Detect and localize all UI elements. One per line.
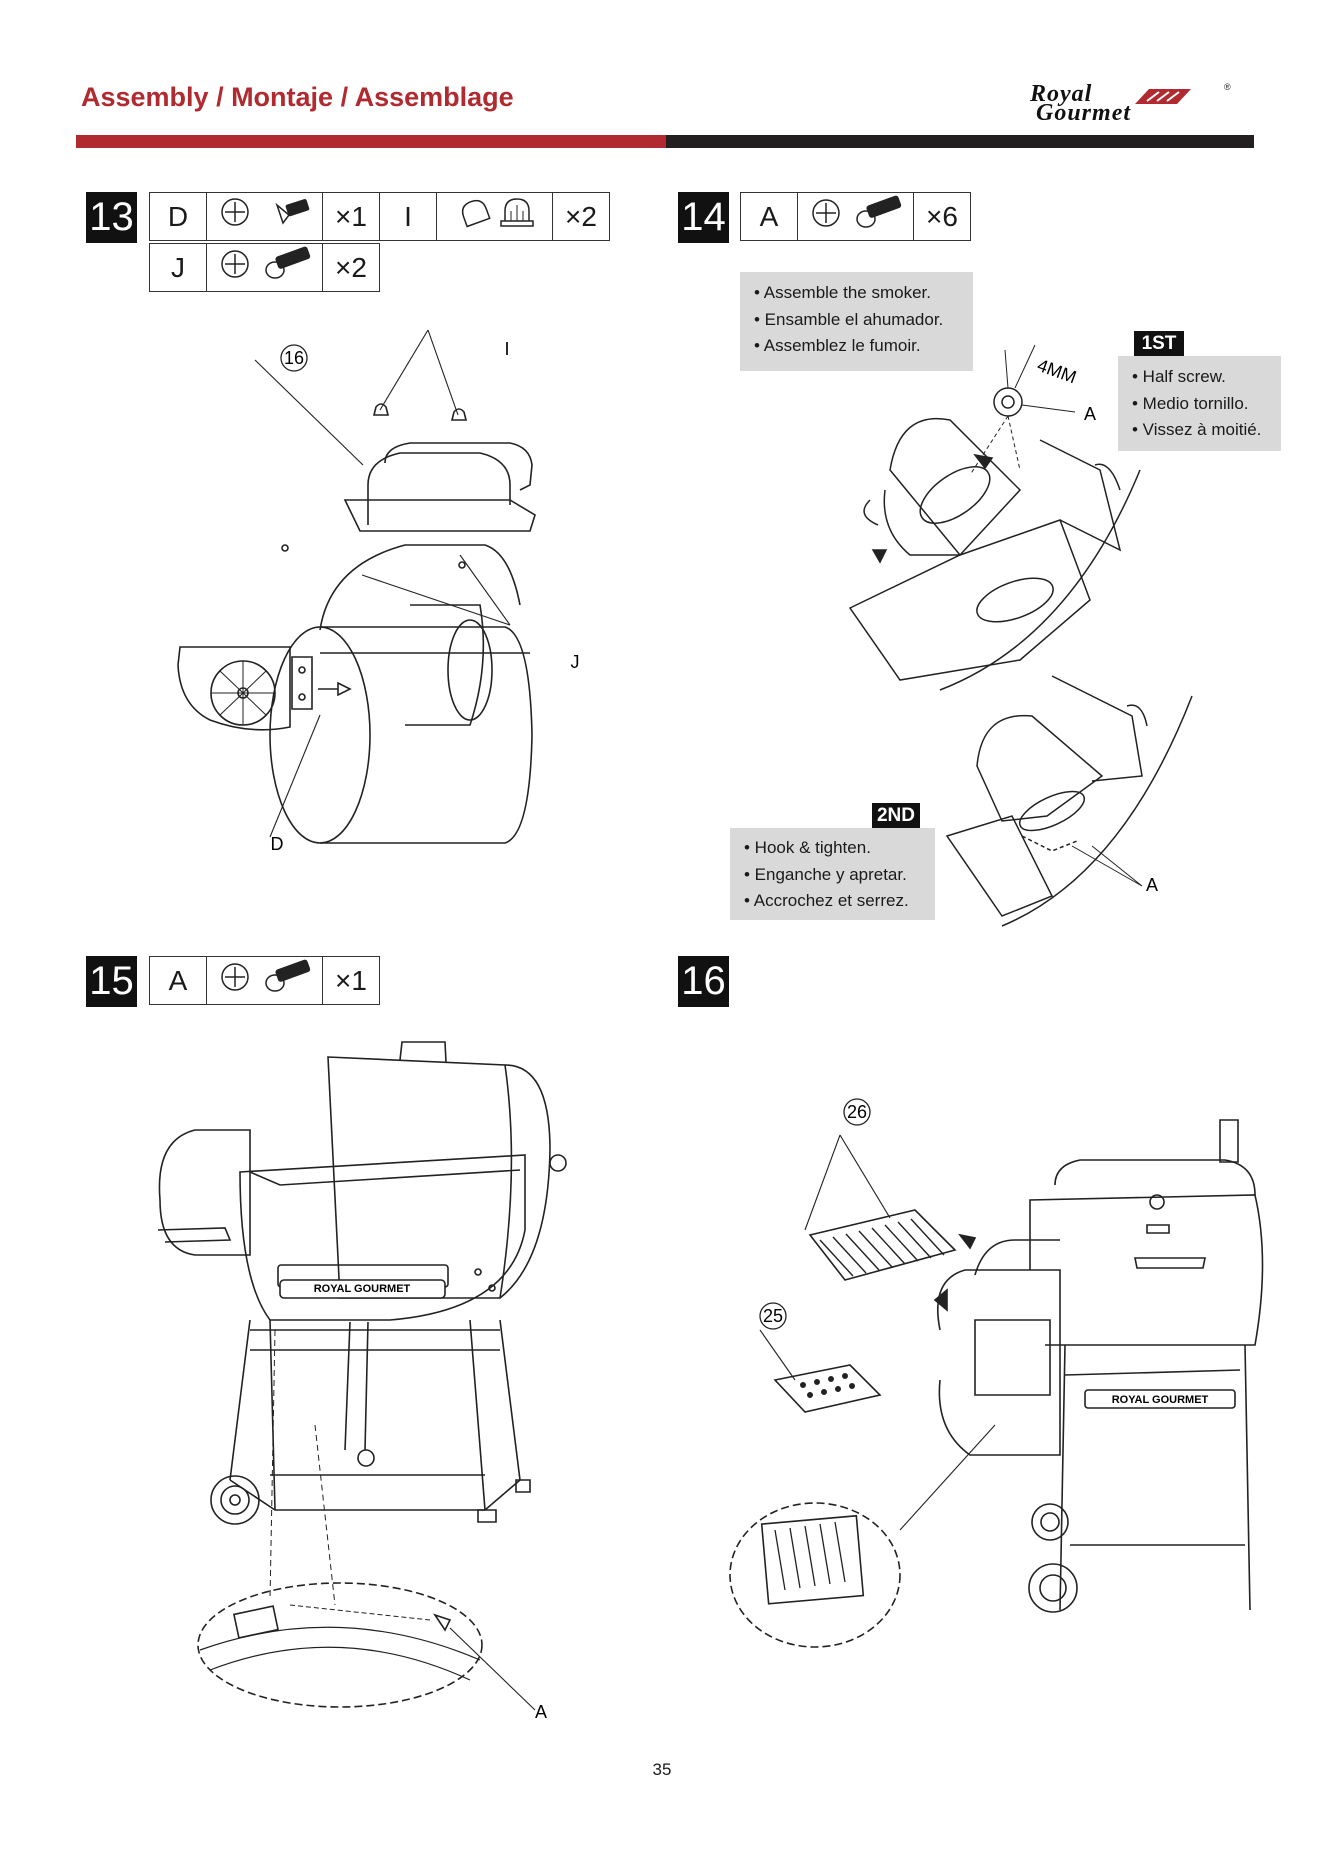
step-14-main-note: • Assemble the smoker. • Ensamble el ahu…	[740, 272, 973, 371]
step-16-illustration: ROYAL GOURMET 26 25	[725, 1090, 1270, 1650]
part-letter-a: A	[740, 192, 798, 241]
tag-1st: 1ST	[1134, 331, 1184, 356]
step-13-parts-row-1: D ×1 I ×2	[149, 192, 610, 241]
logo-line-2: Gourmet	[1036, 100, 1132, 126]
logo-flame-icon	[1135, 89, 1191, 104]
part-a-icon-cell	[797, 192, 914, 241]
note-second-es: • Enganche y apretar.	[744, 864, 907, 884]
callout-part-25: 25	[763, 1306, 783, 1326]
step-number-16: 16	[678, 956, 729, 1007]
part-d-icon-cell	[206, 192, 323, 241]
acorn-nut-icon	[461, 198, 534, 228]
brand-plate-step-15: ROYAL GOURMET	[314, 1283, 411, 1295]
brand-plate-step-16: ROYAL GOURMET	[1112, 1394, 1209, 1406]
part-a-15-icon-cell	[206, 956, 323, 1005]
step-14-second-note: • Hook & tighten. • Enganche y apretar. …	[730, 828, 935, 920]
callout-gap: 4MM	[1035, 355, 1079, 387]
step-number-13: 13	[86, 192, 137, 243]
callout-part-16: 16	[284, 348, 304, 368]
step-number-15: 15	[86, 956, 137, 1007]
note-first-es: • Medio tornillo.	[1132, 393, 1249, 413]
logo-line-1: Royal	[1030, 81, 1093, 107]
part-qty-d: ×1	[322, 192, 380, 241]
callout-part-26: 26	[847, 1102, 867, 1122]
tag-2nd: 2ND	[872, 803, 920, 828]
registered-mark: ®	[1224, 82, 1231, 92]
step-14-parts: A ×6	[740, 192, 971, 241]
header-bar-red	[76, 135, 666, 148]
header-bar-black	[666, 135, 1254, 148]
part-qty-i: ×2	[552, 192, 610, 241]
note-second-en: • Hook & tighten.	[744, 838, 871, 857]
part-letter-i: I	[379, 192, 437, 241]
step-14-illustration-second: A	[942, 676, 1192, 926]
part-qty-j: ×2	[322, 243, 380, 292]
callout-a-second: A	[1146, 875, 1158, 895]
part-i-icon-cell	[436, 192, 553, 241]
step-13-illustration: 16 I J D	[170, 335, 580, 854]
note-first-fr: • Vissez à moitié.	[1132, 420, 1262, 439]
part-letter-d: D	[149, 192, 207, 241]
brand-logo: Royal Gourmet ®	[1028, 82, 1238, 128]
step-14-first-note: • Half screw. • Medio tornillo. • Vissez…	[1118, 356, 1281, 451]
step-15-illustration: ROYAL GOURMET A	[140, 1030, 600, 1722]
part-j-icon-cell	[206, 243, 323, 292]
phillips-screw-icon	[220, 959, 310, 992]
page-title: Assembly / Montaje / Assemblage	[81, 82, 514, 112]
callout-d: D	[271, 834, 284, 854]
step-13-parts-row-2: J ×2	[149, 243, 380, 292]
phillips-screw-icon	[811, 195, 901, 228]
callout-i: I	[504, 339, 509, 359]
step-14-illustration-first: 4MM A	[840, 350, 1160, 700]
callout-j: J	[571, 652, 580, 672]
shoulder-bolt-icon	[220, 198, 309, 226]
callout-a-15: A	[535, 1702, 547, 1722]
step-15-parts: A ×1	[149, 956, 380, 1005]
note-line-fr: • Assemblez le fumoir.	[754, 336, 921, 355]
part-letter-j: J	[149, 243, 207, 292]
note-line-es: • Ensamble el ahumador.	[754, 309, 944, 329]
part-qty-a: ×6	[913, 192, 971, 241]
note-second-fr: • Accrochez et serrez.	[744, 891, 909, 910]
part-qty-a-15: ×1	[322, 956, 380, 1005]
page-number: 35	[652, 1760, 672, 1779]
callout-a-first: A	[1084, 404, 1096, 424]
part-letter-a-15: A	[149, 956, 207, 1005]
note-first-en: • Half screw.	[1132, 367, 1226, 386]
note-line-en: • Assemble the smoker.	[754, 283, 931, 302]
step-number-14: 14	[678, 192, 729, 243]
phillips-screw-icon	[220, 246, 310, 279]
